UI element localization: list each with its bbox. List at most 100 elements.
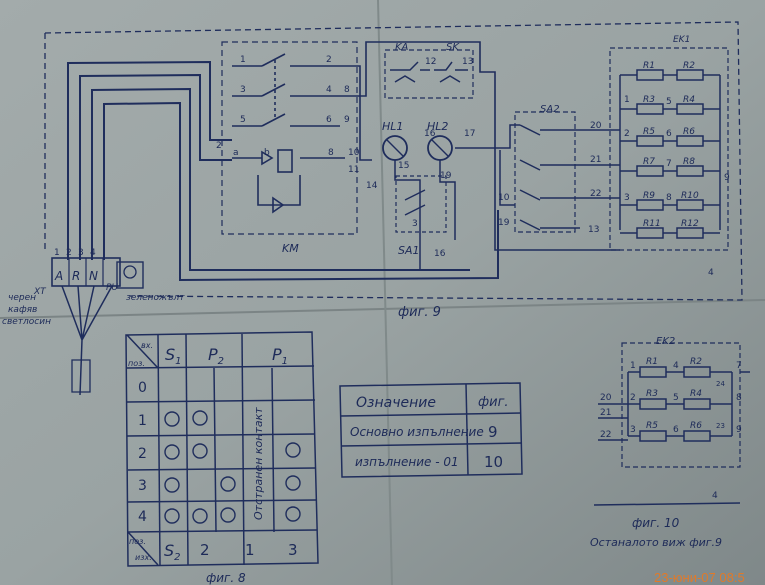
svg-text:8: 8 (666, 193, 672, 203)
svg-text:9: 9 (724, 173, 730, 183)
power-plug (71, 359, 91, 393)
fig8-pos-label: поз. (129, 537, 146, 546)
resistor-label: R4 (683, 95, 695, 105)
svg-text:3: 3 (240, 85, 246, 95)
power-cable (61, 285, 113, 396)
fig8-out-label: изх. (135, 553, 152, 562)
svg-text:15: 15 (398, 161, 409, 171)
fig8-bottom-s2: S2 (164, 541, 181, 563)
label-pu: PU (106, 283, 118, 293)
legend-table (339, 382, 523, 478)
svg-text:2: 2 (630, 393, 636, 403)
supply-wire (67, 60, 232, 260)
fig8-col-s1: S1 (165, 345, 182, 367)
fig10-terminal-labels: 20 21 22 1 2 3 4 5 6 7 8 9 23 24 4 (600, 361, 742, 501)
fig8-bottom-value: 1 (245, 541, 255, 559)
svg-text:22: 22 (600, 430, 611, 440)
resistor-label: R3 (643, 95, 655, 105)
ground-color-label: зеленожълт (126, 293, 185, 303)
svg-text:5: 5 (240, 115, 246, 125)
ground-terminal (116, 261, 144, 289)
svg-text:16: 16 (424, 129, 436, 139)
resistor-label: R5 (646, 421, 658, 431)
resistor-label: R6 (683, 127, 695, 137)
svg-text:7: 7 (666, 159, 672, 169)
ka-sk-box (384, 49, 474, 99)
svg-text:4: 4 (326, 85, 332, 95)
fig8-table (125, 331, 319, 567)
resistor-label: R3 (646, 389, 658, 399)
svg-text:b: b (264, 148, 270, 158)
label-km: KM (282, 242, 299, 255)
supply-wire (91, 87, 470, 271)
fig8-col-p2: P2 (208, 345, 224, 367)
bus-wire (340, 41, 620, 251)
ground-icon (123, 265, 137, 279)
svg-text:10: 10 (348, 148, 360, 158)
fig10-caption: фиг. 10 (632, 516, 680, 530)
svg-text:2: 2 (624, 129, 630, 139)
svg-text:7: 7 (736, 361, 742, 371)
fig8-row-label: 4 (138, 509, 147, 525)
svg-text:6: 6 (666, 129, 672, 139)
wire-color-label: кафяв (8, 305, 37, 315)
svg-text:6: 6 (326, 115, 332, 125)
fig8-row-label: 1 (138, 413, 147, 429)
lamp-wiring (394, 160, 456, 270)
sa1-switch (404, 189, 426, 216)
km-box (221, 41, 358, 235)
resistor-label: R11 (643, 219, 661, 229)
terminal-r: R (72, 269, 80, 283)
hl2-lamp (431, 139, 449, 157)
resistor-label: R1 (643, 61, 655, 71)
terminal-number: 2 (66, 248, 72, 258)
fig8-bottom-value: 2 (200, 541, 210, 559)
sa1-box (395, 175, 447, 233)
svg-text:13: 13 (462, 57, 473, 67)
photo-timestamp: 23-юни-07 08:5 (654, 570, 745, 585)
fig9-caption: фиг. 9 (398, 305, 441, 320)
svg-text:20: 20 (590, 121, 602, 131)
fold-crease (377, 0, 393, 585)
resistor-label: R10 (681, 191, 699, 201)
svg-text:9: 9 (736, 425, 742, 435)
terminal-a: A (54, 269, 63, 283)
svg-text:8: 8 (328, 148, 334, 158)
sa2-box (514, 111, 576, 233)
terminal-number: 4 (90, 248, 96, 258)
svg-text:4: 4 (708, 268, 714, 278)
label-hl2: HL2 (427, 120, 448, 133)
svg-text:10: 10 (498, 193, 510, 203)
terminal-number: 1 (54, 248, 60, 258)
svg-text:5: 5 (666, 97, 672, 107)
svg-text:16: 16 (434, 249, 446, 259)
resistor-label: R8 (683, 157, 695, 167)
wire-color-label: черен (8, 293, 36, 303)
resistor-label: R9 (643, 191, 655, 201)
fig8-row-label: 2 (138, 446, 147, 462)
svg-text:1: 1 (240, 55, 246, 65)
ek1-box (609, 47, 729, 251)
sa2-contacts (455, 124, 620, 231)
fig8-in-label: вх. (141, 341, 153, 350)
fig8-pos-label: поз. (128, 359, 145, 368)
resistor-label: R2 (683, 61, 695, 71)
bus-wire (340, 65, 372, 161)
svg-text:a: a (233, 148, 239, 158)
resistor-label: R6 (690, 421, 702, 431)
resistor-label: R5 (643, 127, 655, 137)
fig9-dashed-border (44, 21, 743, 301)
label-hl1: HL1 (382, 120, 403, 133)
svg-text:3: 3 (412, 219, 418, 229)
svg-text:2: 2 (216, 141, 222, 151)
svg-text:1: 1 (624, 95, 630, 105)
supply-wire (79, 73, 232, 260)
svg-text:20: 20 (600, 393, 612, 403)
svg-text:19: 19 (498, 218, 510, 228)
svg-text:2: 2 (326, 55, 332, 65)
label-ka: KA (395, 42, 409, 53)
legend-row-fig: 9 (488, 423, 498, 441)
fig10-note: Останалото виж фиг.9 (590, 536, 722, 549)
fig8-bottom-value: 3 (288, 541, 298, 559)
label-ek1: EK1 (673, 35, 690, 45)
